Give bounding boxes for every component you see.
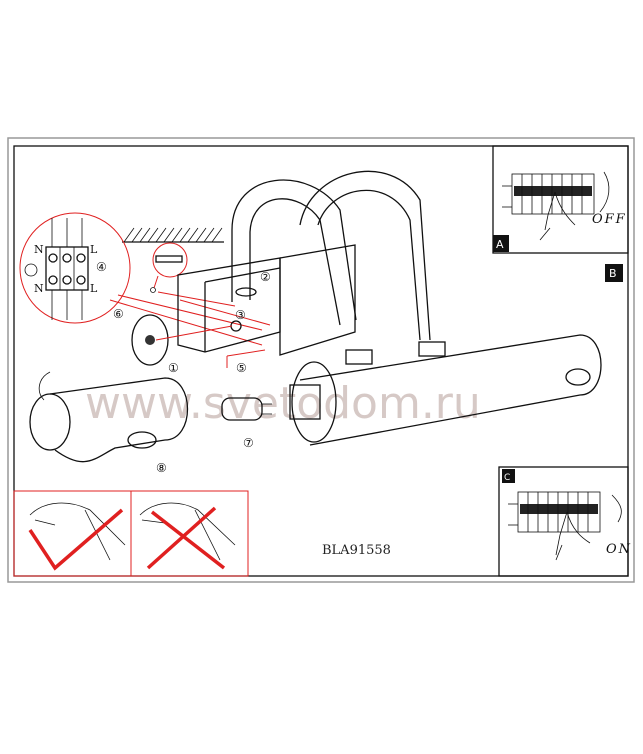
cover-disc xyxy=(131,314,233,366)
badge-a-text: A xyxy=(496,238,504,251)
terminal-block-detail: N L N L xyxy=(19,212,263,346)
rotate-arrow-icon xyxy=(38,371,51,401)
dowel-detail xyxy=(150,242,271,326)
outer-frame xyxy=(7,137,635,583)
step-4: ④ xyxy=(96,260,107,274)
terminal-n-top: N xyxy=(34,243,44,256)
badge-b xyxy=(605,264,623,282)
cross-mark-icon xyxy=(146,506,226,570)
ground-icon xyxy=(24,263,38,277)
terminal-l-bottom: L xyxy=(90,282,98,295)
step-3: ③ xyxy=(235,308,246,322)
arrow-up-icon xyxy=(611,494,622,523)
bulb xyxy=(221,397,272,421)
arrow-down-icon xyxy=(599,171,610,213)
terminal-l-top: L xyxy=(90,243,98,256)
badge-c-text: C xyxy=(504,473,510,483)
on-label: ON xyxy=(606,542,632,557)
mounting-box xyxy=(177,244,356,356)
badge-c xyxy=(502,469,515,483)
off-label: OFF xyxy=(592,212,627,227)
model-code: BLA91558 xyxy=(322,543,391,558)
inner-frame xyxy=(13,145,629,577)
end-cap xyxy=(29,371,189,463)
badge-a xyxy=(493,235,509,252)
hand-bare-icon xyxy=(139,502,236,561)
badge-b-text: B xyxy=(609,267,617,280)
step-1: ① xyxy=(168,361,179,375)
step-5: ⑤ xyxy=(236,361,247,375)
watermark: www.svetodom.ru xyxy=(85,378,481,429)
breaker-panel-icon xyxy=(502,173,595,241)
step-7: ⑦ xyxy=(243,436,254,450)
breaker-panel-icon xyxy=(508,491,601,561)
hand-gloved-icon xyxy=(29,502,126,561)
step-2: ② xyxy=(260,270,271,284)
lamp-tube xyxy=(289,334,602,446)
terminal-n-bottom: N xyxy=(34,282,44,295)
arch-arms xyxy=(231,170,446,365)
check-mark-icon xyxy=(28,508,124,571)
step-6: ⑥ xyxy=(113,307,124,321)
wall-hatch xyxy=(122,227,224,243)
panel-c-switch-on: C ON xyxy=(498,466,632,577)
handling-instructions xyxy=(13,490,249,577)
step-8: ⑧ xyxy=(156,461,167,475)
panel-a-switch-off: OFF A xyxy=(492,145,629,254)
